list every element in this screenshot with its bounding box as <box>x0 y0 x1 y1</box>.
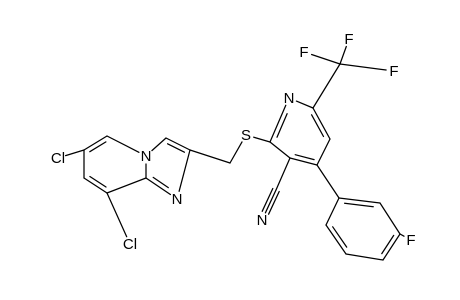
bond-c8-cl2 <box>106 192 128 238</box>
bond-c6p-c5p <box>312 107 331 140</box>
atom-n-nitrile: N <box>257 212 268 229</box>
bond-c6-c5-inner <box>89 141 107 153</box>
bond-layer <box>64 45 405 261</box>
bond-a4-a5 <box>382 233 401 261</box>
atom-s-thioether: S <box>241 127 251 144</box>
bond-ni-c8a-inner <box>152 176 169 189</box>
atom-f-cf3-right: F <box>389 63 398 80</box>
bond-nb-c3 <box>151 137 167 152</box>
bond-cnc-cnn <box>264 189 277 214</box>
bond-a2-a3 <box>325 224 347 255</box>
bond-c3p-c2p <box>269 141 291 159</box>
bond-c3p-cnc <box>275 157 291 191</box>
bond-a6-a1 <box>338 197 381 204</box>
bond-a5-a6 <box>379 202 401 235</box>
atom-f-cf3-top: F <box>344 31 353 48</box>
bond-cnc-cnn-side-a <box>261 187 274 212</box>
atom-cl-upper: Cl <box>51 150 65 167</box>
bond-c6p-c5p-inner <box>310 114 325 138</box>
bond-c7-c8 <box>83 177 108 194</box>
bond-a3-a4 <box>345 253 384 261</box>
bond-a2-a3-inner <box>332 226 348 248</box>
atom-cl-lower: Cl <box>123 236 137 253</box>
bond-c2p-npy <box>269 104 287 143</box>
bond-ch2-s <box>229 141 243 164</box>
bond-npy-c6p <box>295 100 314 109</box>
bond-a5-fa <box>399 233 405 237</box>
bond-c4p-c3p <box>289 157 318 166</box>
bond-c2p-npy-inner <box>276 113 288 138</box>
bond-cf3-f3 <box>339 63 387 71</box>
atom-f-aryl: F <box>406 232 415 249</box>
bond-c2-ch2 <box>189 149 231 164</box>
bond-a6-a1-inner <box>343 202 374 208</box>
bond-c8-c8a <box>106 177 147 194</box>
bond-c5-nb <box>106 135 140 153</box>
bond-s-c2p <box>253 136 271 143</box>
bond-c6-c5 <box>83 135 108 151</box>
bond-c7-c8-inner <box>89 175 107 188</box>
bond-a4-a5-inner <box>381 234 395 255</box>
bond-c5p-c4p <box>316 138 331 166</box>
bond-c3-c2 <box>165 137 191 151</box>
atom-n-bridgehead: N <box>141 148 152 165</box>
atom-label-layer: Cl Cl N N S N N F F F F <box>51 31 416 253</box>
atom-f-cf3-left: F <box>299 44 308 61</box>
bond-c4p-c3p-inner <box>294 154 315 161</box>
bond-cl1-c6 <box>64 149 85 157</box>
bond-c6p-cf3 <box>312 63 341 109</box>
bond-c3-c2-inner <box>166 143 186 153</box>
atom-n-imidazole: N <box>172 191 183 208</box>
bond-cf3-f2 <box>310 53 341 65</box>
bond-a1-a2 <box>325 197 340 226</box>
bond-c4p-a1 <box>316 164 340 199</box>
bond-ni-c8a <box>145 177 172 196</box>
bond-cf3-f1 <box>339 45 347 65</box>
bond-cnc-cnn-side-b <box>267 190 280 215</box>
bond-c2-ni <box>178 149 191 192</box>
atom-n-pyridine: N <box>284 90 295 107</box>
